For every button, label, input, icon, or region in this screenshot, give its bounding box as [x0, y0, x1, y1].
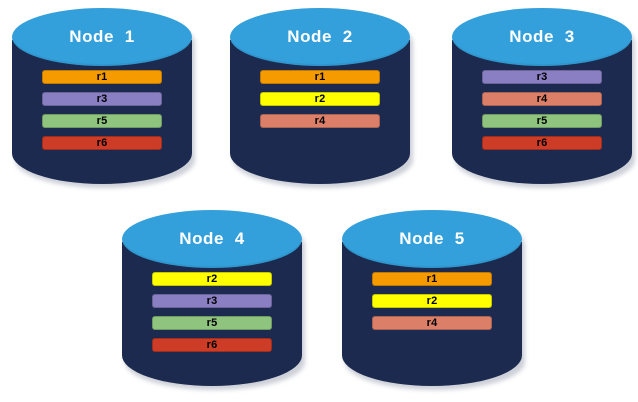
- replica-bar[interactable]: r1: [42, 70, 162, 84]
- replica-bar[interactable]: r4: [260, 114, 380, 128]
- node-3[interactable]: Node 3 r3 r4 r5 r6: [452, 8, 635, 188]
- replica-label: r2: [426, 294, 438, 307]
- replica-label: r6: [536, 136, 548, 149]
- replica-label: r6: [206, 338, 218, 351]
- replica-label: r4: [314, 114, 326, 127]
- replica-label: r4: [426, 316, 438, 329]
- replica-list: r1 r2 r4: [260, 70, 380, 128]
- node-title: Node 1: [69, 27, 135, 46]
- node-title: Node 2: [287, 27, 353, 46]
- replica-label: r5: [96, 114, 108, 127]
- replica-bar[interactable]: r4: [372, 316, 492, 330]
- cylinder-top-ellipse: [452, 8, 632, 66]
- replica-bar[interactable]: r3: [42, 92, 162, 106]
- replica-bar[interactable]: r5: [152, 316, 272, 330]
- node-5[interactable]: Node 5 r1 r2 r4: [342, 210, 525, 390]
- replica-bar[interactable]: r1: [372, 272, 492, 286]
- replica-bar[interactable]: r2: [152, 272, 272, 286]
- replica-label: r1: [96, 70, 108, 83]
- replica-bar[interactable]: r3: [482, 70, 602, 84]
- replica-label: r6: [96, 136, 108, 149]
- replica-bar[interactable]: r6: [152, 338, 272, 352]
- replica-bar[interactable]: r4: [482, 92, 602, 106]
- replica-bar[interactable]: r1: [260, 70, 380, 84]
- replica-list: r2 r3 r5 r6: [152, 272, 272, 352]
- replica-bar[interactable]: r6: [42, 136, 162, 150]
- node-title: Node 3: [509, 27, 575, 46]
- replica-bar[interactable]: r2: [260, 92, 380, 106]
- node-title: Node 5: [399, 229, 465, 248]
- replica-bar[interactable]: r5: [42, 114, 162, 128]
- node-title: Node 4: [179, 229, 245, 248]
- replica-label: r1: [426, 272, 438, 285]
- cylinder-top-ellipse: [12, 8, 192, 66]
- replica-bar[interactable]: r6: [482, 136, 602, 150]
- node-4[interactable]: Node 4 r2 r3 r5 r6: [122, 210, 305, 390]
- replica-list: r3 r4 r5 r6: [482, 70, 602, 150]
- node-1[interactable]: Node 1 r1 r3 r5 r6: [12, 8, 195, 188]
- cylinder-top-ellipse: [342, 210, 522, 268]
- replica-bar[interactable]: r5: [482, 114, 602, 128]
- replica-label: r2: [314, 92, 326, 105]
- replica-label: r4: [536, 92, 548, 105]
- replica-label: r3: [536, 70, 548, 83]
- replica-label: r3: [96, 92, 108, 105]
- replica-list: r1 r3 r5 r6: [42, 70, 162, 150]
- node-2[interactable]: Node 2 r1 r2 r4: [230, 8, 413, 188]
- replica-bar[interactable]: r2: [372, 294, 492, 308]
- replica-list: r1 r2 r4: [372, 272, 492, 330]
- replica-bar[interactable]: r3: [152, 294, 272, 308]
- replica-label: r3: [206, 294, 218, 307]
- replica-label: r1: [314, 70, 326, 83]
- replica-label: r2: [206, 272, 218, 285]
- replica-label: r5: [536, 114, 548, 127]
- cylinder-top-ellipse: [230, 8, 410, 66]
- replica-label: r5: [206, 316, 218, 329]
- cylinder-top-ellipse: [122, 210, 302, 268]
